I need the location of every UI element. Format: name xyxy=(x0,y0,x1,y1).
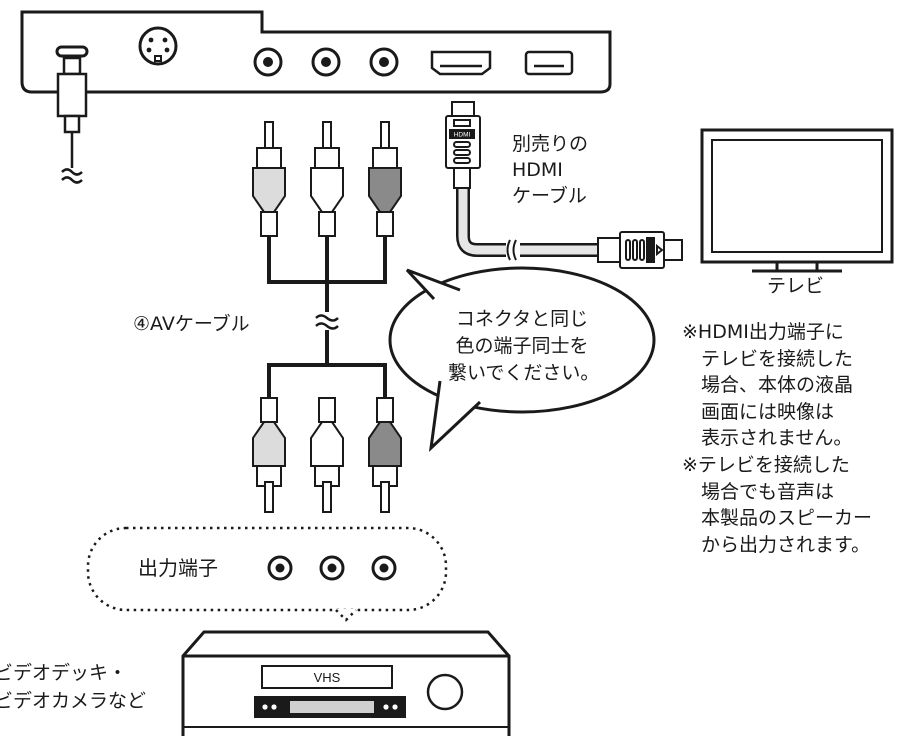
source-devices-line-2: ビデオカメラなど xyxy=(0,690,147,712)
rca-plug-bottom-left xyxy=(252,397,286,513)
hdmi-cable-label-line-3: ケーブル xyxy=(512,185,587,207)
hdmi-cable-label: 別売りの HDMI ケーブル xyxy=(512,131,588,209)
rca-plug-bottom-middle xyxy=(310,397,344,513)
note-1-line-1: ※HDMI出力端子に xyxy=(682,321,844,343)
hdmi-port xyxy=(430,50,492,76)
note-1-line-2: テレビを接続した xyxy=(701,347,854,370)
speech-bubble-line-2: 色の端子同士を xyxy=(455,335,589,357)
output-terminal-label: 出力端子 xyxy=(138,556,218,580)
rca-plug-top-middle xyxy=(310,121,344,237)
rca-input-jacks xyxy=(253,47,399,77)
hdmi-plug-horizontal xyxy=(597,231,683,269)
hdmi-plug-text: HDMI xyxy=(454,132,471,139)
speech-bubble-shape xyxy=(388,266,656,452)
vcr-illustration: VHS xyxy=(181,630,511,736)
vcr-label: VHS xyxy=(314,670,341,685)
source-devices-label: ビデオデッキ・ ビデオカメラなど xyxy=(0,659,146,715)
note-1-line-4: 画面には映像は xyxy=(701,400,835,423)
hdmi-cable-label-line-2: HDMI xyxy=(512,159,563,181)
output-terminal-bubble xyxy=(86,526,448,622)
output-terminal-jacks xyxy=(267,555,397,581)
usb-port xyxy=(524,50,574,76)
tv-label: テレビ xyxy=(767,275,825,297)
tv-illustration xyxy=(700,128,894,273)
note-lcd-display: ※HDMI出力端子に テレビを接続した 場合、本体の液晶 画面には映像は 表示さ… xyxy=(682,319,853,452)
cable-break-mark xyxy=(315,314,339,330)
usb-c-port xyxy=(55,45,89,58)
rca-plug-bottom-right xyxy=(368,397,402,513)
source-devices-line-1: ビデオデッキ・ xyxy=(0,662,128,684)
note-2-line-2: 場合でも音声は xyxy=(701,480,835,503)
rca-plug-top-left xyxy=(252,121,286,237)
av-cable-wires xyxy=(267,236,387,398)
note-2-line-3: 本製品のスピーカー xyxy=(701,507,873,529)
note-1-line-3: 場合、本体の液晶 xyxy=(701,374,854,396)
power-cable xyxy=(56,56,88,184)
hdmi-cable-label-line-1: 別売りの xyxy=(512,133,589,155)
note-2-line-1: ※テレビを接続した xyxy=(682,454,850,476)
hdmi-plug-vertical: HDMI xyxy=(445,101,481,189)
hdmi-cable xyxy=(456,188,612,262)
note-1-line-5: 表示されません。 xyxy=(701,427,853,449)
speech-bubble-line-3: 繋いでください。 xyxy=(448,362,600,384)
av-cable-label: ④AVケーブル xyxy=(133,313,250,335)
rca-plug-top-right xyxy=(368,121,402,237)
note-2-line-4: から出力されます。 xyxy=(701,533,871,556)
speech-bubble-line-1: コネクタと同じ xyxy=(455,308,589,330)
speech-bubble-text: コネクタと同じ 色の端子同士を 繋いでください。 xyxy=(448,306,600,387)
s-video-port xyxy=(138,26,178,66)
note-audio-output: ※テレビを接続した 場合でも音声は 本製品のスピーカー から出力されます。 xyxy=(682,452,872,558)
